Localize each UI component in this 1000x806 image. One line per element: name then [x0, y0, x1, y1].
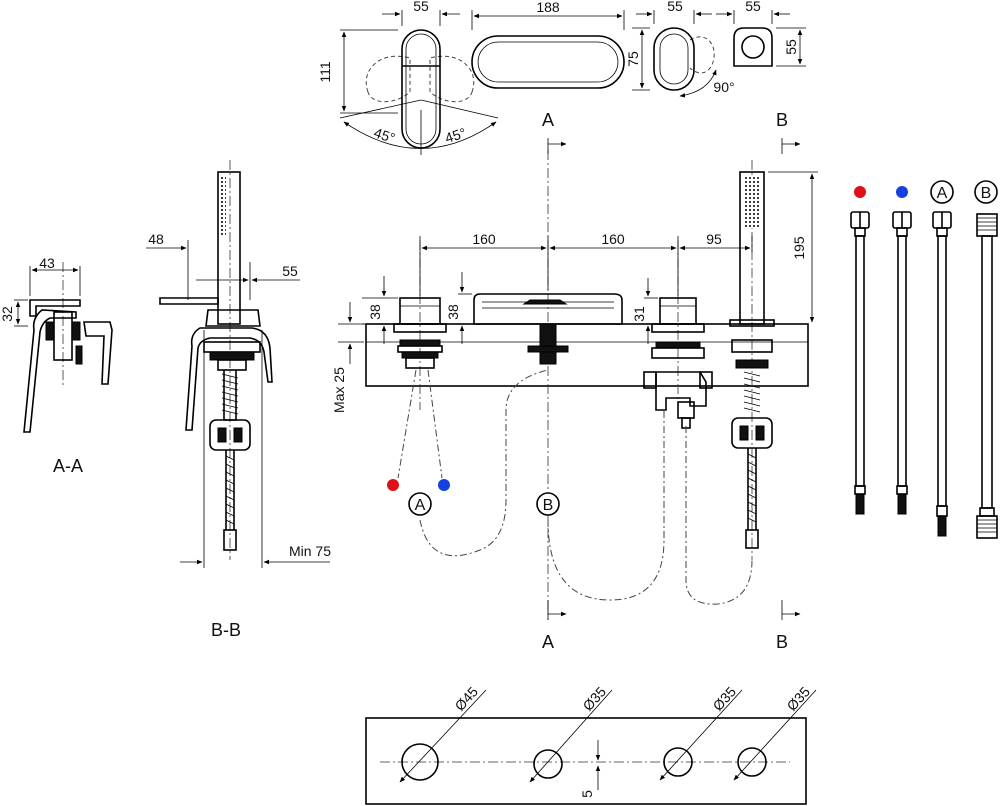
bb-spring — [221, 373, 239, 415]
hole-1 — [401, 743, 439, 781]
cold-hose-marker — [896, 186, 908, 198]
lever-top-view: 55 111 45° 45° — [317, 0, 499, 155]
connector-a-label: A — [415, 497, 426, 514]
hole-3-diameter: Ø35 — [709, 683, 739, 714]
spacing-3-label: 95 — [706, 231, 722, 247]
nozzle-height-label: 55 — [783, 39, 799, 55]
hole-4-diameter: Ø35 — [783, 683, 813, 714]
cut-b-bottom: B — [776, 632, 788, 652]
shower-height-label: 195 — [791, 236, 807, 260]
hole-3 — [663, 747, 693, 777]
handle-angle-label: 90° — [713, 79, 734, 95]
lever-width-label: 55 — [413, 0, 429, 14]
hose-set: A B — [850, 180, 998, 539]
handle-top-view: 55 75 90° — [625, 0, 735, 98]
cold-marker-front — [438, 479, 450, 491]
section-aa-height-label: 32 — [0, 306, 15, 322]
hole-2-diameter: Ø35 — [579, 683, 609, 714]
hose-a — [932, 211, 952, 537]
handle-width-label: 55 — [667, 0, 683, 14]
spout-width-label: 188 — [536, 0, 560, 15]
section-bb-width-label: 55 — [282, 263, 298, 279]
mixer-lever — [393, 297, 447, 369]
hole-2 — [533, 749, 563, 779]
hose-b-badge — [974, 180, 998, 204]
connector-b-label: B — [543, 497, 554, 514]
lever-height-label: 111 — [317, 61, 333, 82]
max-thickness-label: Max 25 — [331, 367, 347, 413]
hose-a-label: A — [937, 185, 948, 202]
spout — [473, 293, 623, 365]
nozzle-top-view: 55 55 — [716, 0, 806, 67]
cut-b-top: B — [776, 110, 788, 130]
hose-b-label: B — [981, 185, 992, 202]
connector-a-badge — [408, 492, 432, 516]
connector-b-badge — [536, 492, 560, 516]
hole-template: Ø45 Ø35 Ø35 Ø35 5 — [365, 683, 817, 805]
lever-angle-left-label: 45° — [372, 124, 397, 146]
cut-a-top: A — [542, 110, 554, 130]
handle-height-front-label: 31 — [631, 306, 647, 322]
top-views: 55 111 45° 45° 188 — [317, 0, 806, 155]
hose-a-badge — [930, 180, 954, 204]
deck-plate — [365, 717, 807, 805]
section-aa-title: A-A — [53, 456, 83, 476]
nozzle-width-label: 55 — [745, 0, 761, 14]
section-bb-clearance-label: Min 75 — [289, 543, 331, 559]
lever-angle-right-label: 45° — [443, 124, 468, 146]
section-aa-width-label: 43 — [39, 255, 55, 271]
spout-height-front-label: 38 — [445, 304, 461, 320]
hole-1-diameter: Ø45 — [451, 683, 481, 714]
spacing-1-label: 160 — [472, 231, 496, 247]
hose-cold — [892, 211, 912, 515]
section-bb-title: B-B — [211, 620, 241, 640]
spout-top-view: 188 — [471, 0, 625, 89]
front-view: A B A B — [331, 110, 818, 652]
handle-height-label: 75 — [625, 51, 641, 67]
section-aa: 43 32 A-A — [0, 255, 113, 476]
section-bb-offset-label: 48 — [148, 231, 164, 247]
hole-4 — [737, 747, 767, 777]
spacing-2-label: 160 — [601, 231, 625, 247]
hole-offset-label: 5 — [579, 790, 595, 798]
section-bb: 48 55 Min 75 B-B — [146, 160, 331, 640]
lever-height-front-label: 38 — [367, 304, 383, 320]
hot-marker-front — [387, 479, 399, 491]
hose-hot — [850, 211, 870, 515]
cut-a-bottom: A — [542, 632, 554, 652]
hot-hose-marker — [854, 186, 866, 198]
diverter — [643, 297, 713, 429]
hose-b — [976, 213, 998, 539]
